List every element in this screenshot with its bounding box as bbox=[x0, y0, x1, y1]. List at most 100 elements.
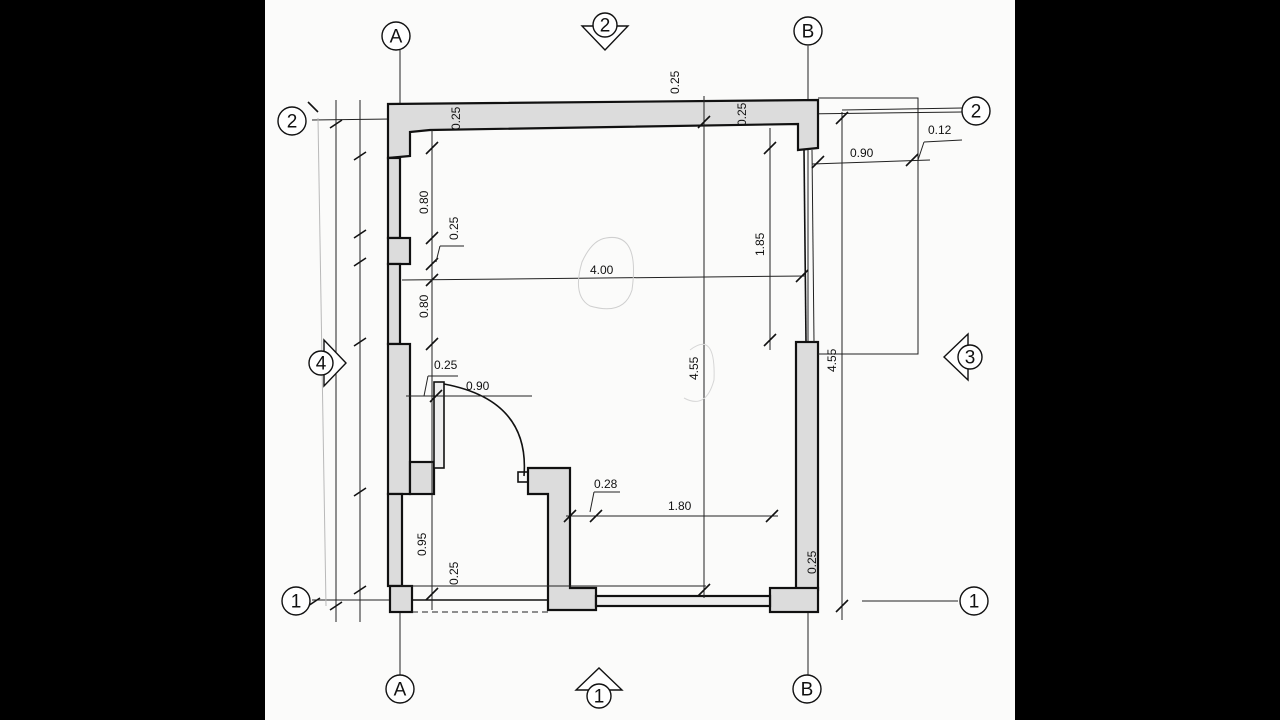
dim-room-width: 4.00 bbox=[590, 263, 614, 277]
tick bbox=[765, 509, 779, 523]
door-stop bbox=[517, 471, 529, 483]
section-label-bottom: 1 bbox=[594, 687, 605, 708]
dim-left-lower: 0.95 bbox=[415, 532, 429, 556]
dim-room-depth: 4.55 bbox=[687, 356, 701, 380]
dim-right-overall: 4.55 bbox=[825, 348, 839, 372]
right-dimensions bbox=[811, 97, 963, 620]
section-markers: 2 1 4 3 bbox=[308, 12, 983, 709]
grid-bubble-1-left bbox=[281, 586, 311, 616]
grid-label-2-right: 2 bbox=[971, 102, 982, 123]
section-label-left: 4 bbox=[316, 354, 327, 375]
section-bubble-left bbox=[308, 350, 334, 376]
dim-right-upper: 1.85 bbox=[753, 232, 767, 256]
dim-top-wall-right: 0.25 bbox=[735, 102, 749, 126]
tick bbox=[763, 333, 777, 347]
corner-column-a1 bbox=[388, 584, 414, 614]
tick bbox=[697, 115, 711, 129]
dim-bottom-wall-left: 0.25 bbox=[447, 561, 461, 585]
tick bbox=[353, 257, 367, 267]
tick bbox=[811, 155, 825, 169]
dim-left-window: 0.80 bbox=[417, 294, 431, 318]
dimension-lines bbox=[400, 96, 809, 610]
grid-bubble-1-right bbox=[959, 586, 989, 616]
grid-bubble-b-bottom bbox=[792, 674, 822, 704]
tick bbox=[353, 151, 367, 161]
tick bbox=[697, 583, 711, 597]
dim-top-wall: 0.25 bbox=[668, 70, 682, 94]
tick bbox=[563, 509, 577, 523]
tick bbox=[795, 269, 809, 283]
grid-bubble-2-right bbox=[961, 96, 991, 126]
left-wall-base bbox=[386, 492, 404, 588]
dim-partition-offset: 1.80 bbox=[668, 499, 692, 513]
drawing-sheet: A A B B 2 2 1 1 2 1 4 3 0.25 0.25 0.25 0… bbox=[265, 0, 1015, 720]
grid-bubble-a-bottom bbox=[385, 674, 415, 704]
right-wall-upper-line-outer bbox=[811, 149, 815, 343]
dim-partition: 0.28 bbox=[594, 477, 618, 491]
dim-door-jamb: 0.25 bbox=[434, 358, 458, 372]
room-width-line bbox=[401, 275, 807, 281]
dim-right-projection: 0.90 bbox=[850, 146, 874, 160]
tick bbox=[353, 337, 367, 347]
grid-bubble-b-top bbox=[793, 16, 823, 46]
tick bbox=[425, 141, 439, 155]
dimension-labels: 0.25 0.25 0.25 0.12 0.90 0.80 0.25 0.80 … bbox=[415, 70, 952, 585]
bottom-window-sill bbox=[594, 594, 772, 608]
grid-label-1-right: 1 bbox=[969, 592, 980, 613]
tick bbox=[353, 487, 367, 497]
grid-label-b-bottom: B bbox=[801, 680, 814, 701]
right-wall-upper-line bbox=[803, 149, 807, 343]
tick bbox=[835, 599, 849, 613]
door-leaf bbox=[433, 381, 445, 469]
tick bbox=[835, 111, 849, 125]
section-label-right: 3 bbox=[965, 348, 976, 369]
pier-leader bbox=[435, 245, 441, 263]
pencil-sketch-mark bbox=[683, 343, 715, 402]
corner-column-b1 bbox=[768, 586, 820, 614]
section-bubble-right bbox=[957, 344, 983, 370]
partition-leader bbox=[589, 491, 595, 513]
grid-bubble-2-left bbox=[277, 106, 307, 136]
door-jamb-leader bbox=[423, 375, 429, 397]
grid-label-a-bottom: A bbox=[394, 680, 407, 701]
pencil-sketch-mark bbox=[577, 236, 635, 310]
offset-leader bbox=[923, 139, 963, 143]
grid-label-b-top: B bbox=[802, 22, 815, 43]
tick bbox=[307, 101, 319, 113]
grid-label-2-left: 2 bbox=[287, 112, 298, 133]
walls bbox=[386, 98, 820, 614]
section-bubble-top bbox=[592, 12, 618, 38]
tick bbox=[429, 389, 443, 403]
right-projection-outline bbox=[818, 97, 919, 355]
dim-right-offset: 0.12 bbox=[928, 123, 952, 137]
tick bbox=[425, 231, 439, 245]
section-label-top: 2 bbox=[600, 16, 611, 37]
tick bbox=[353, 229, 367, 239]
dim-top-wall-left: 0.25 bbox=[449, 106, 463, 130]
dim-left-pier: 0.25 bbox=[447, 216, 461, 240]
floor-plan-drawing: A A B B 2 2 1 1 2 1 4 3 0.25 0.25 0.25 0… bbox=[277, 12, 991, 709]
grid-bubble-a-top bbox=[381, 21, 411, 51]
left-wall-window bbox=[386, 262, 402, 346]
offset-leader bbox=[917, 141, 925, 161]
partition-wall bbox=[526, 466, 598, 612]
grid-label-1-left: 1 bbox=[291, 592, 302, 613]
right-grid-extension bbox=[841, 107, 963, 111]
door bbox=[433, 381, 529, 483]
tick bbox=[353, 585, 367, 595]
tick bbox=[329, 601, 343, 611]
tick bbox=[763, 141, 777, 155]
tick bbox=[905, 153, 919, 167]
grid-label-a-top: A bbox=[390, 27, 403, 48]
tick bbox=[329, 119, 343, 129]
tick bbox=[425, 337, 439, 351]
door-swing-arc bbox=[443, 383, 526, 477]
tick bbox=[589, 509, 603, 523]
dim-bottom-wall-right: 0.25 bbox=[805, 550, 819, 574]
tick bbox=[425, 587, 439, 601]
left-wall-upper bbox=[386, 156, 402, 240]
section-bubble-bottom bbox=[586, 683, 612, 709]
door-jamb-bottom bbox=[408, 460, 436, 496]
dim-door-width: 0.90 bbox=[466, 379, 490, 393]
grid-bubbles: A A B B 2 2 1 1 bbox=[277, 16, 991, 704]
